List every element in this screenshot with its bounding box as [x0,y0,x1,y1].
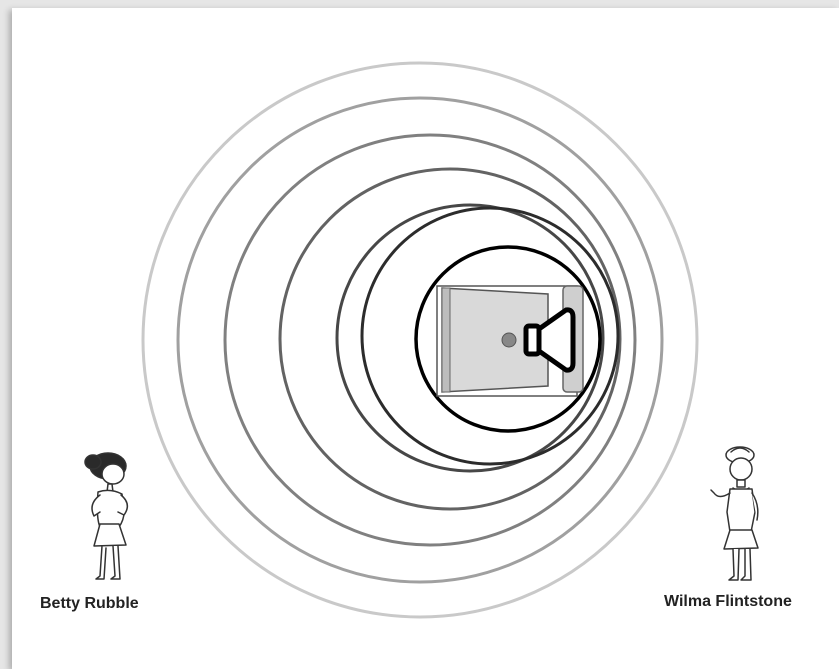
betty-rubble-figure [84,452,129,580]
sound-wave-ring-1 [414,245,602,433]
sound-wave-ring-7 [141,61,699,619]
sound-wave-ring-5 [223,133,637,547]
speaker-icon [523,307,576,373]
speaker-cone-dot [501,332,517,348]
sound-wave-ring-4 [278,167,622,511]
sound-wave-ring-3 [335,203,605,473]
sound-waves [141,61,699,619]
wilma-flintstone-label: Wilma Flintstone [664,593,792,610]
speaker-device [436,285,584,397]
betty-rubble-label: Betty Rubble [40,595,139,612]
sound-wave-ring-2b [360,206,620,466]
diagram-card [12,8,839,669]
wilma-flintstone-figure [710,446,759,581]
sound-wave-ring-6 [176,96,664,584]
